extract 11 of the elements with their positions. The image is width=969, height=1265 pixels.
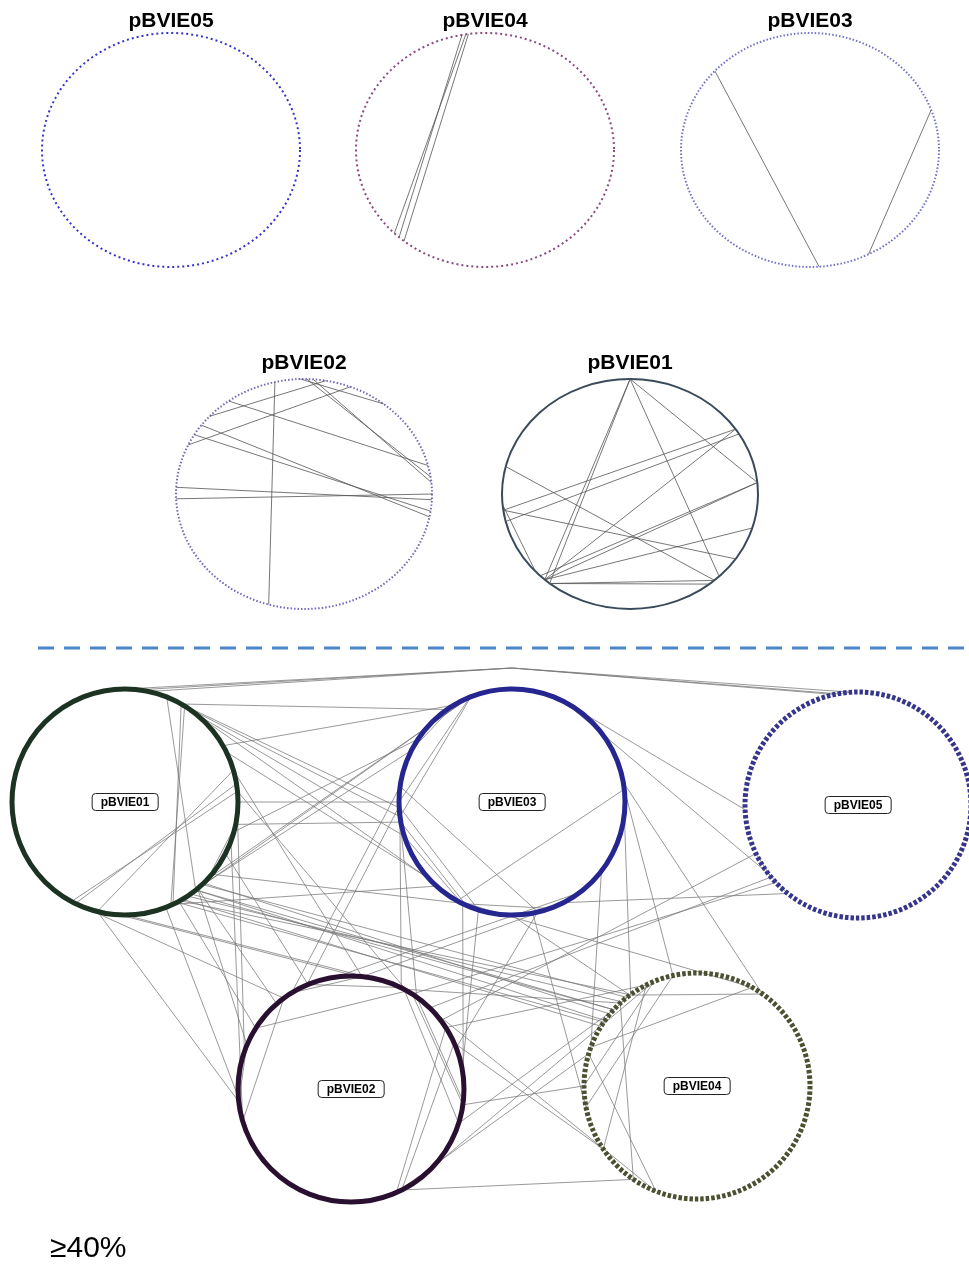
connection-lines [395,981,657,1193]
plasmid-label: pBVIE04 [663,1077,731,1095]
network-circle [581,970,813,1202]
threshold-label: ≥40% [50,1230,127,1264]
plasmid-label: pBVIE01 [91,793,159,811]
plasmid-label: pBVIE03 [478,793,546,811]
network-circle [235,973,467,1205]
plasmid-label: pBVIE05 [824,796,892,814]
plasmid-label: pBVIE02 [317,1080,385,1098]
network-circle [9,686,241,918]
network-circle [396,686,628,918]
